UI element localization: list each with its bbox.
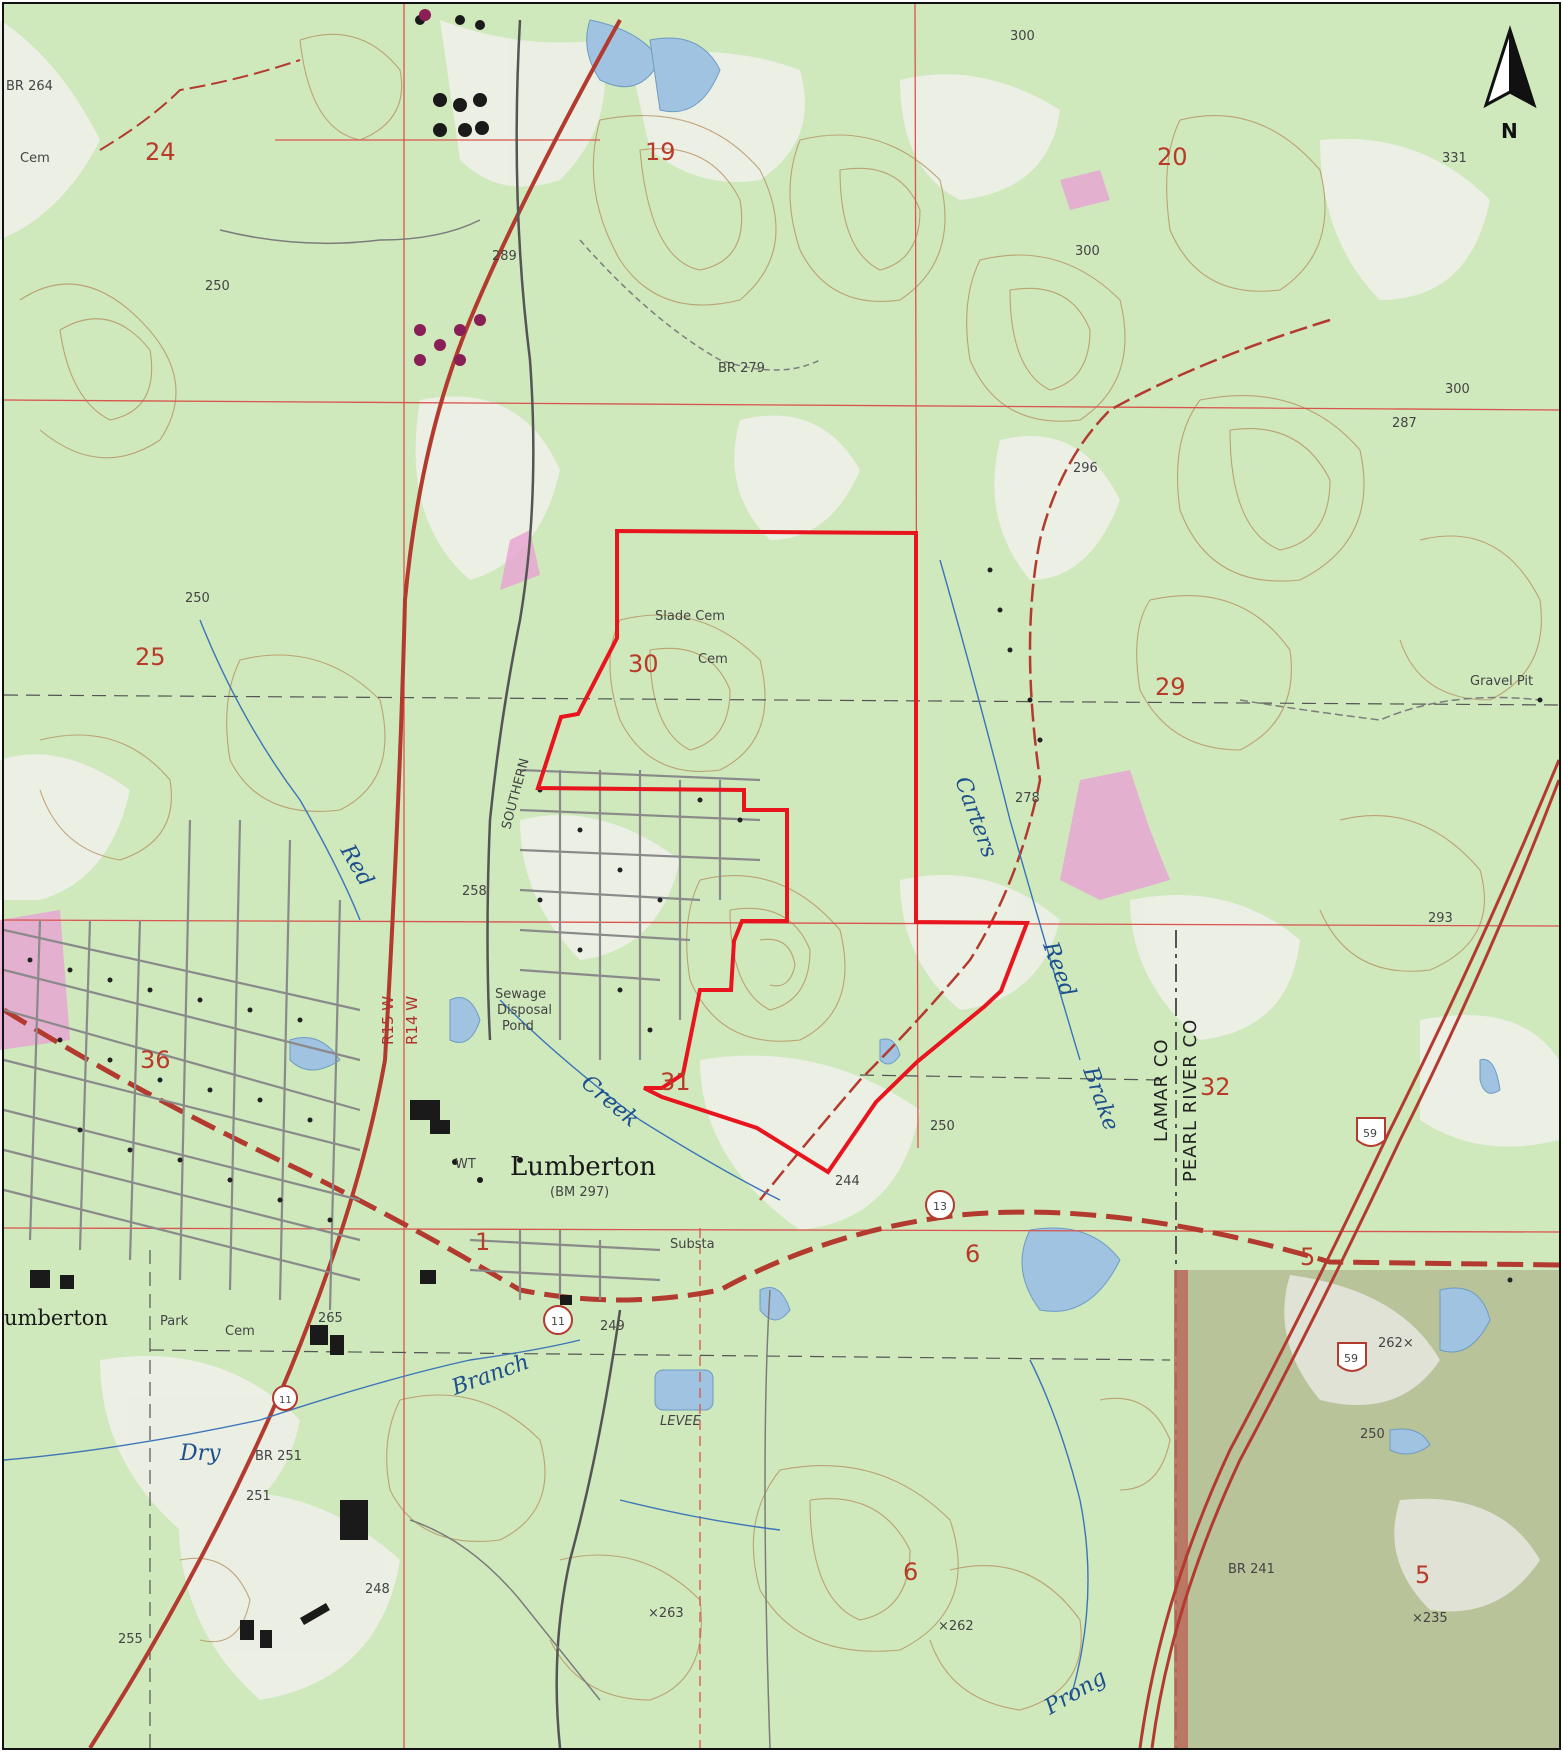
label-levee: LEVEE — [660, 1414, 702, 1429]
benchmark-label: (BM 297) — [550, 1185, 609, 1200]
label-cem-park: Cem — [225, 1324, 255, 1339]
label-wt: WT — [455, 1157, 476, 1172]
railroad — [486, 19, 622, 1749]
bm-br264: BR 264 — [6, 79, 53, 94]
section-6-bottom: 6 — [903, 1558, 918, 1586]
contour-300-b: 300 — [1075, 244, 1100, 259]
contour-250-b: 250 — [185, 591, 210, 606]
label-cem-top-left: Cem — [20, 151, 50, 166]
highways — [2, 19, 1561, 1750]
section-30: 30 — [628, 650, 659, 678]
elev-289: 289 — [492, 249, 517, 264]
section-5-top: 5 — [1300, 1243, 1315, 1271]
section-36: 36 — [140, 1046, 171, 1074]
section-6-top: 6 — [965, 1240, 980, 1268]
label-cem-small: Cem — [698, 652, 728, 667]
contour-300-a: 300 — [1010, 29, 1035, 44]
elev-293: 293 — [1428, 911, 1453, 926]
label-substa: Substa — [670, 1237, 715, 1252]
section-1-top: 1 — [475, 1228, 490, 1256]
bm-br251: BR 251 — [255, 1449, 302, 1464]
section-20: 20 — [1157, 143, 1188, 171]
houses — [27, 567, 1543, 1283]
shield-59-b: 59 — [1344, 1352, 1358, 1365]
elev-263: ×263 — [648, 1606, 684, 1621]
contour-300-c: 300 — [1445, 382, 1470, 397]
bm-br241: BR 241 — [1228, 1562, 1275, 1577]
elev-265: 265 — [318, 1311, 343, 1326]
label-slade-cem: Slade Cem — [655, 609, 725, 624]
range-r15w: R15 W — [379, 996, 397, 1045]
range-r14w: R14 W — [403, 996, 421, 1045]
contour-250-a: 250 — [205, 279, 230, 294]
section-29: 29 — [1155, 673, 1186, 701]
contour-lines — [19, 33, 1542, 1711]
section-31: 31 — [660, 1068, 691, 1096]
elev-287: 287 — [1392, 416, 1417, 431]
industrial-tanks — [414, 9, 486, 366]
label-sewage: Sewage — [495, 987, 546, 1002]
elev-255: 255 — [118, 1632, 143, 1647]
elev-249: 249 — [600, 1319, 625, 1334]
buildings — [30, 15, 572, 1648]
town-label-left: umberton — [4, 1306, 108, 1330]
section-25: 25 — [135, 643, 166, 671]
county-lamar: LAMAR CO — [1151, 1038, 1172, 1142]
elev-262b: 262× — [1378, 1336, 1414, 1351]
north-label: N — [1501, 119, 1518, 143]
urban-areas — [0, 170, 1170, 1050]
elev-251: 251 — [246, 1489, 271, 1504]
shield-11-b: 11 — [279, 1395, 292, 1406]
label-park: Park — [160, 1314, 189, 1329]
streams — [3, 559, 1089, 1701]
elev-262: ×262 — [938, 1619, 974, 1634]
local-roads — [219, 219, 1541, 1749]
shield-59-a: 59 — [1363, 1127, 1377, 1140]
north-arrow — [1483, 25, 1537, 109]
section-24: 24 — [145, 138, 176, 166]
shield-11-a: 11 — [551, 1315, 565, 1328]
elev-278: 278 — [1015, 791, 1040, 806]
stream-dry: Dry — [179, 1441, 221, 1466]
label-gravel-pit: Gravel Pit — [1470, 674, 1533, 689]
county-pearl-river: PEARL RIVER CO — [1180, 1019, 1201, 1182]
shield-13: 13 — [933, 1200, 947, 1213]
town-label-lumberton: Lumberton — [510, 1152, 656, 1182]
label-disposal: Disposal — [497, 1003, 552, 1018]
section-19: 19 — [645, 138, 676, 166]
label-pond: Pond — [502, 1019, 534, 1034]
contour-250-c: 250 — [930, 1119, 955, 1134]
bm-br279: BR 279 — [718, 361, 765, 376]
highway-shields — [272, 1117, 1386, 1411]
elev-244: 244 — [835, 1174, 860, 1189]
elev-296: 296 — [1073, 461, 1098, 476]
section-5-bottom: 5 — [1415, 1561, 1430, 1589]
elev-258: 258 — [462, 884, 487, 899]
contour-250-d: 250 — [1360, 1427, 1385, 1442]
elev-235: ×235 — [1412, 1611, 1448, 1626]
elev-331: 331 — [1442, 151, 1467, 166]
section-32: 32 — [1200, 1073, 1231, 1101]
town-street-grid — [3, 768, 761, 1311]
project-boundary — [535, 528, 1030, 1175]
elev-248: 248 — [365, 1582, 390, 1597]
